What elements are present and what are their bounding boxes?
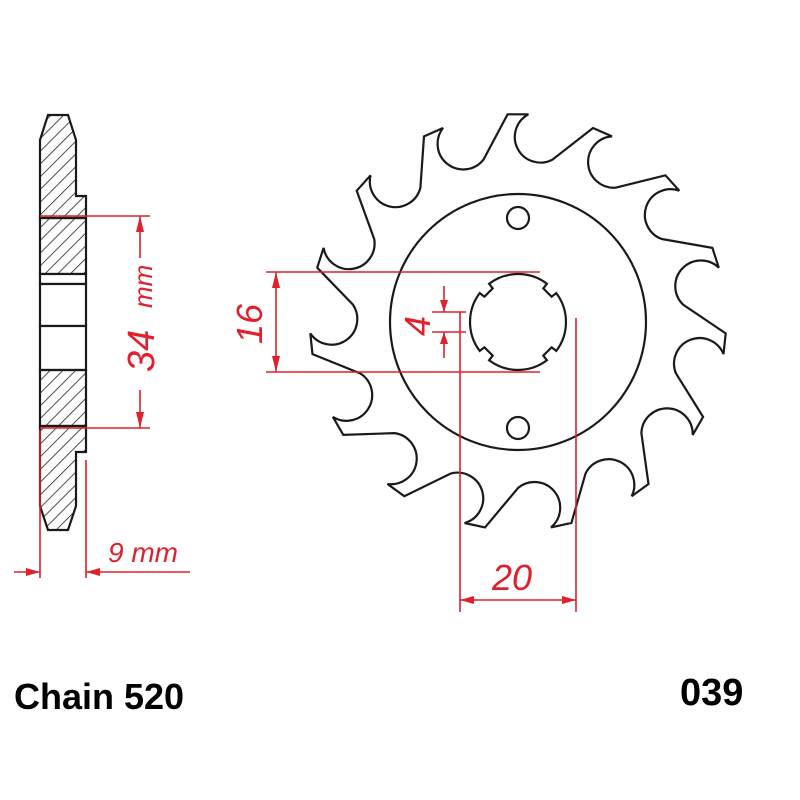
hub-bore-gap-lower (38, 324, 88, 372)
spline-bore (469, 273, 567, 371)
tooth-profile-upper (38, 113, 88, 220)
bore-width-value: 20 (491, 557, 532, 598)
hub-width-unit: mm (128, 265, 158, 308)
spline-key-value: 4 (397, 316, 438, 336)
hub-section-upper (38, 216, 88, 276)
chain-size-label: Chain 520 (14, 676, 185, 717)
bolt-hole-bottom (505, 415, 531, 441)
sprocket-front-view (309, 113, 727, 529)
sprocket-outline (309, 113, 727, 529)
front-dimensions (266, 271, 577, 612)
hub-section-lower (38, 368, 88, 428)
tooth-profile-lower (38, 424, 88, 532)
hub-circle (388, 192, 648, 452)
side-section-view (38, 113, 88, 532)
part-number-label: 039 (680, 672, 744, 714)
hub-width-value: 34 (121, 330, 163, 372)
spline-diameter-value: 16 (229, 303, 270, 344)
hub-bore-gap-upper (38, 272, 88, 286)
thickness-label: 9 mm (108, 537, 178, 568)
bolt-hole-top (505, 205, 531, 231)
hub-section-mid (38, 282, 88, 328)
side-dimensions (14, 215, 190, 578)
